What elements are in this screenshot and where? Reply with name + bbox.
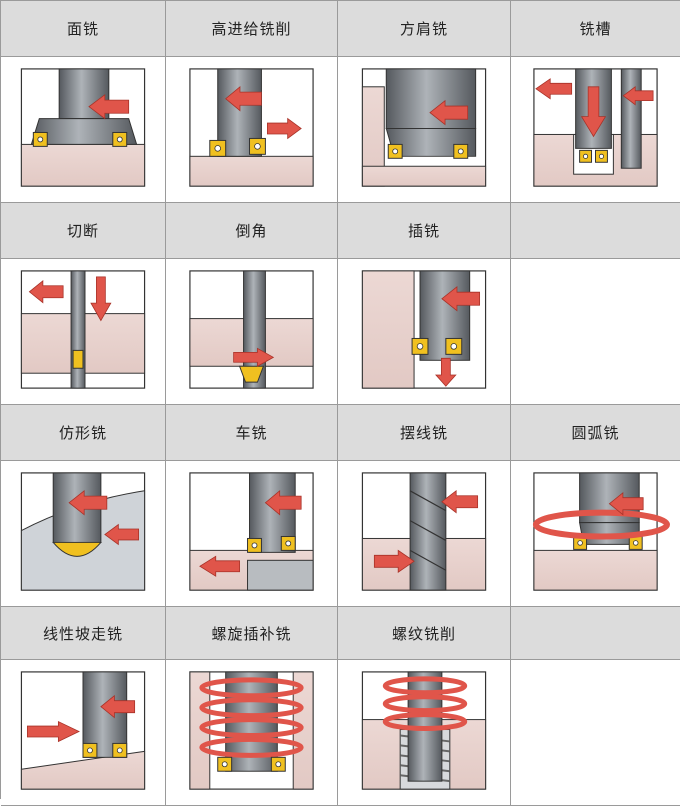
profile-milling-illustration xyxy=(20,472,146,591)
header-trochoidal-milling: 摆线铣 xyxy=(338,405,511,461)
header-empty-2 xyxy=(511,607,680,660)
header-slot-milling: 铣槽 xyxy=(511,1,680,57)
header-empty-1 xyxy=(511,203,680,259)
header-high-feed-milling: 高进给铣削 xyxy=(166,1,338,57)
slot-milling-illustration xyxy=(533,68,658,187)
plunge-milling-illustration xyxy=(361,270,487,389)
header-square-shoulder-milling: 方肩铣 xyxy=(338,1,511,57)
header-parting-off: 切断 xyxy=(1,203,166,259)
chamfering-illustration xyxy=(189,270,314,389)
cell-image-11 xyxy=(511,461,680,607)
trochoidal-milling-illustration xyxy=(361,472,487,591)
square-shoulder-milling-illustration xyxy=(361,68,487,187)
cell-image-10 xyxy=(338,461,511,607)
header-turn-milling: 车铣 xyxy=(166,405,338,461)
header-helical-interpolation: 螺旋插补铣 xyxy=(166,607,338,660)
header-chamfering: 倒角 xyxy=(166,203,338,259)
cell-image-7 xyxy=(511,259,680,405)
cell-image-0 xyxy=(1,57,166,203)
cell-image-12 xyxy=(1,660,166,806)
helical-interpolation-illustration xyxy=(189,671,314,790)
header-circular-milling: 圆弧铣 xyxy=(511,405,680,461)
cell-image-3 xyxy=(511,57,680,203)
cell-image-9 xyxy=(166,461,338,607)
thread-milling-illustration xyxy=(361,671,487,790)
cell-image-5 xyxy=(166,259,338,405)
cell-image-15 xyxy=(511,660,680,806)
header-linear-ramping: 线性坡走铣 xyxy=(1,607,166,660)
linear-ramping-illustration xyxy=(20,671,146,790)
header-face-milling: 面铣 xyxy=(1,1,166,57)
cell-image-8 xyxy=(1,461,166,607)
high-feed-milling-illustration xyxy=(189,68,314,187)
cell-image-2 xyxy=(338,57,511,203)
cell-image-13 xyxy=(166,660,338,806)
header-profile-milling: 仿形铣 xyxy=(1,405,166,461)
circular-milling-illustration xyxy=(532,472,670,591)
cell-image-1 xyxy=(166,57,338,203)
turn-milling-illustration xyxy=(189,472,314,591)
face-milling-illustration xyxy=(20,68,146,187)
parting-off-illustration xyxy=(20,270,146,389)
cell-image-14 xyxy=(338,660,511,806)
cell-image-6 xyxy=(338,259,511,405)
header-plunge-milling: 插铣 xyxy=(338,203,511,259)
header-thread-milling: 螺纹铣削 xyxy=(338,607,511,660)
cell-image-4 xyxy=(1,259,166,405)
